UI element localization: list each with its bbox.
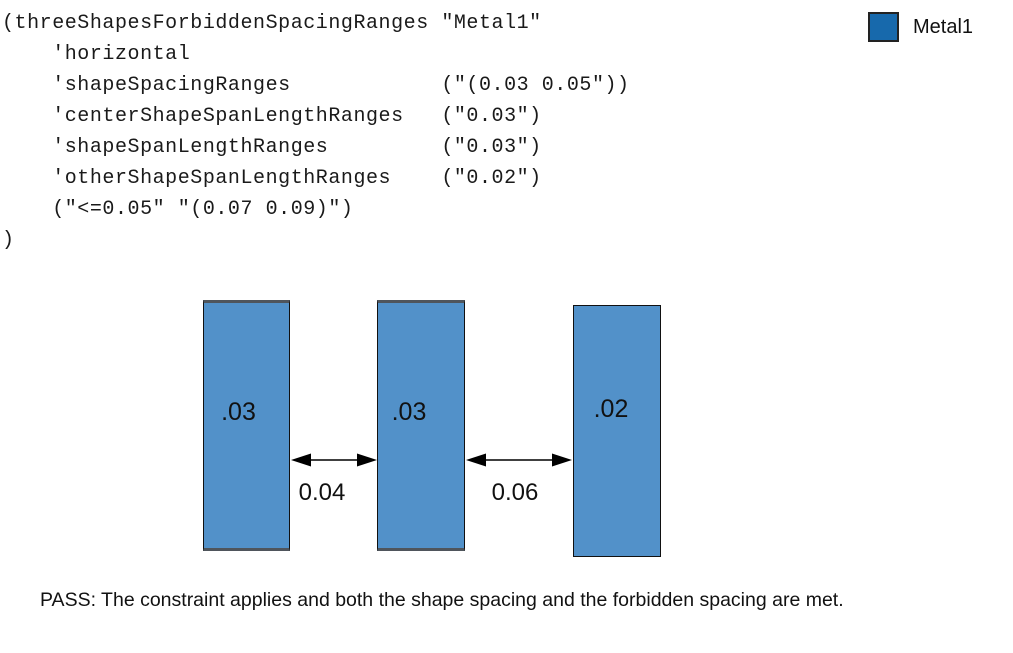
- metal1-shape-right: [573, 305, 661, 557]
- metal1-layer-swatch: [868, 12, 899, 42]
- spacing-value-left: 0.04: [298, 479, 346, 506]
- pass-message: PASS: The constraint applies and both th…: [40, 589, 844, 611]
- metal1-shape-left: [203, 300, 290, 551]
- constraint-code: (threeShapesForbiddenSpacingRanges "Meta…: [2, 12, 630, 252]
- metal1-shape-center: [377, 300, 465, 551]
- shape-span-label-left: .03: [221, 398, 256, 426]
- shape-span-label-center: .03: [391, 398, 427, 426]
- spacing-arrow-left: [291, 453, 377, 467]
- legend: Metal1: [868, 12, 973, 42]
- legend-label: Metal1: [913, 15, 974, 38]
- spacing-arrow-right: [466, 453, 572, 467]
- shape-span-label-right: .02: [593, 395, 629, 423]
- spacing-value-right: 0.06: [491, 479, 539, 506]
